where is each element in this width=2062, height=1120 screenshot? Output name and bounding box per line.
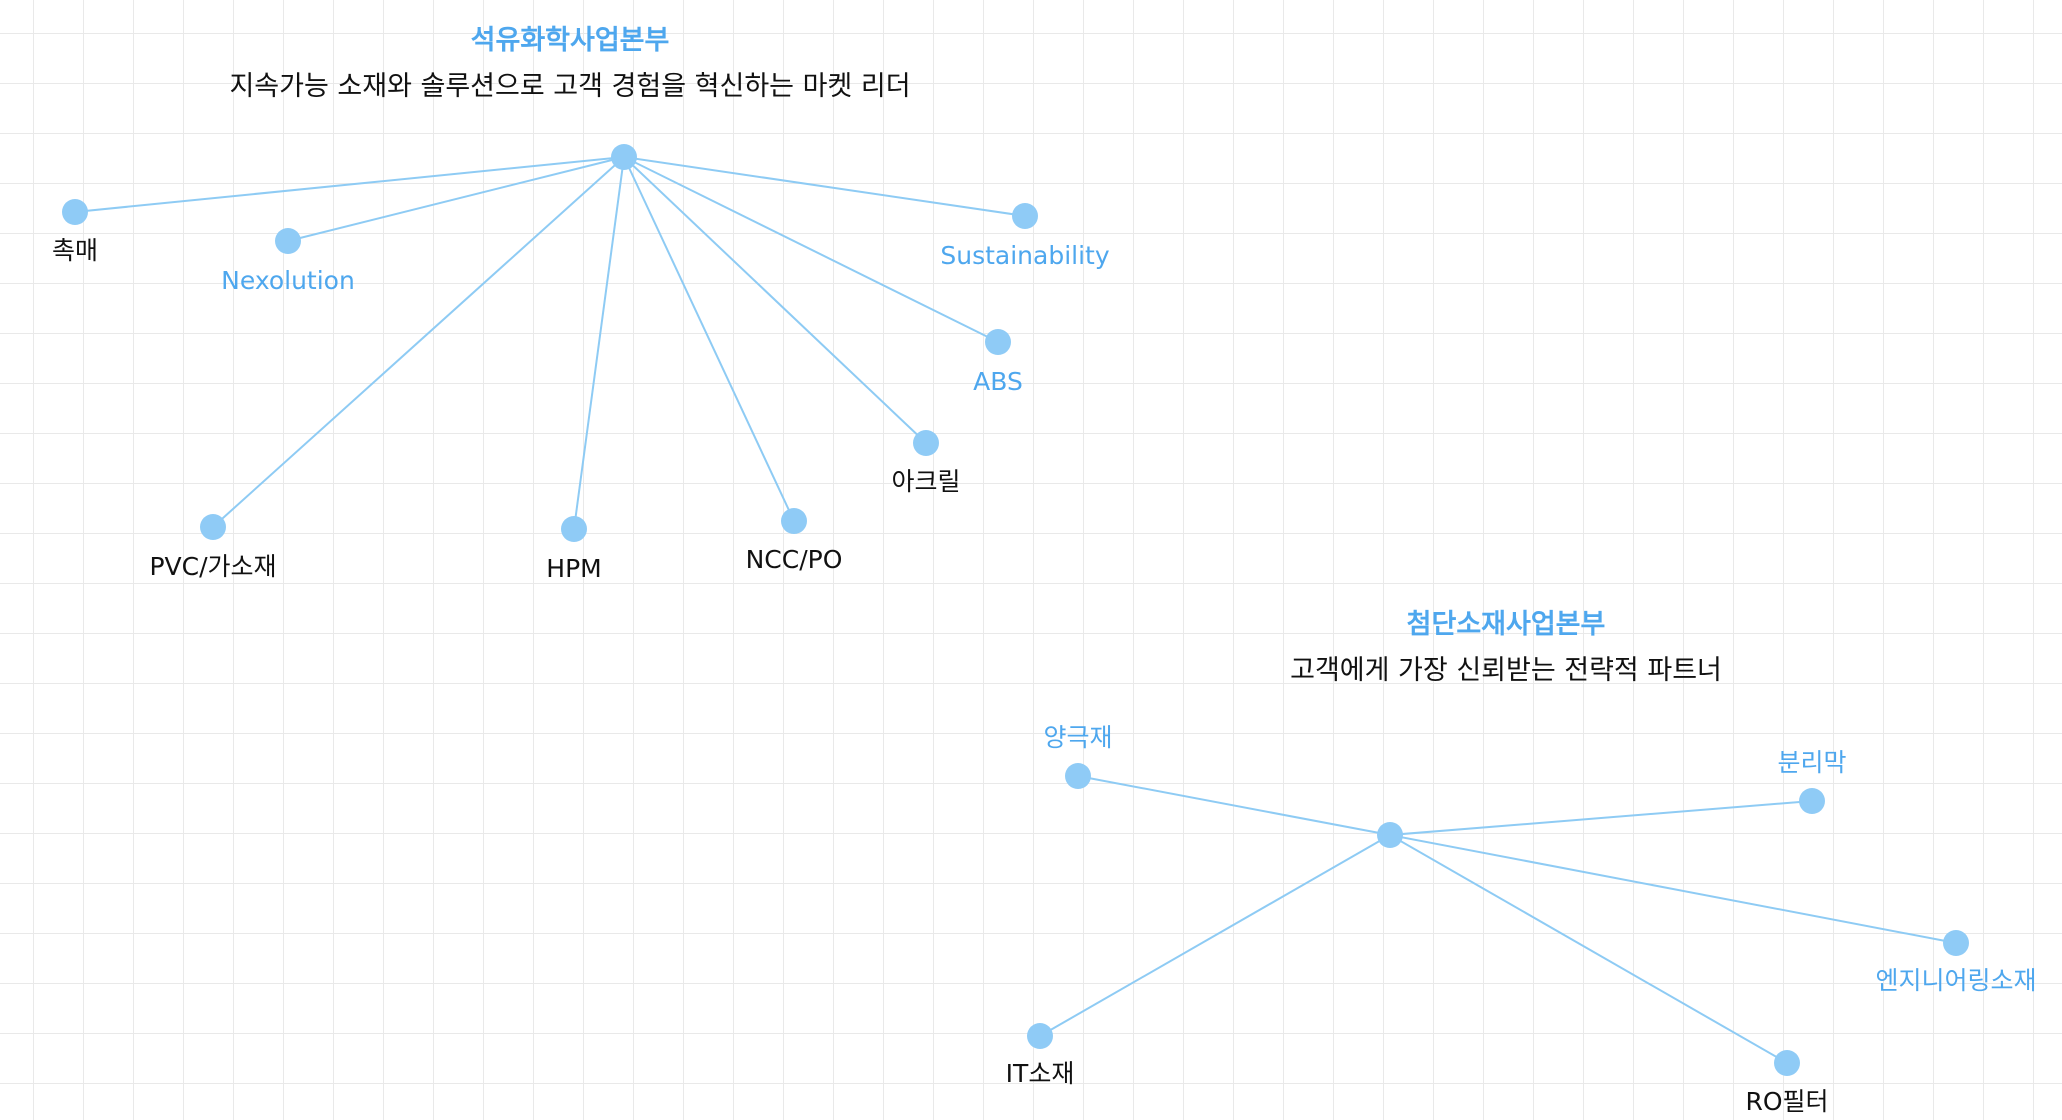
hub-advanced-materials-node[interactable] <box>1377 822 1403 848</box>
link-pvc <box>212 156 625 528</box>
label-ro-filter: RO필터 <box>1745 1087 1829 1116</box>
label-engineering-material: 엔지니어링소재 <box>1875 966 2037 995</box>
hub-advanced-materials-title: 첨단소재사업본부 <box>1406 609 1606 640</box>
hub-petrochemical-title: 석유화학사업본부 <box>470 25 670 56</box>
link-engineering <box>1389 834 1957 944</box>
node-hpm[interactable] <box>561 516 587 542</box>
label-abs: ABS <box>973 367 1023 396</box>
link-ncc-po <box>623 156 795 522</box>
label-ncc-po: NCC/PO <box>745 545 843 574</box>
node-ncc-po[interactable] <box>781 508 807 534</box>
label-acrylic: 아크릴 <box>891 467 961 496</box>
node-acrylic[interactable] <box>913 430 939 456</box>
label-catalyst: 촉매 <box>51 236 99 265</box>
link-hpm <box>573 156 625 530</box>
label-hpm: HPM <box>546 554 602 583</box>
node-abs[interactable] <box>985 329 1011 355</box>
link-ro-filter <box>1389 834 1788 1064</box>
link-acrylic <box>623 156 927 444</box>
link-sustainability <box>623 156 1026 217</box>
link-separator <box>1389 800 1813 836</box>
link-nexolution <box>287 156 625 242</box>
hub-petrochemical-subtitle: 지속가능 소재와 솔루션으로 고객 경험을 혁신하는 마켓 리더 <box>229 71 911 102</box>
hub-petrochemical-node[interactable] <box>611 144 637 170</box>
label-nexolution: Nexolution <box>221 266 355 295</box>
node-engineering-material[interactable] <box>1943 930 1969 956</box>
node-catalyst[interactable] <box>62 199 88 225</box>
label-sustainability: Sustainability <box>940 241 1110 270</box>
link-it-material <box>1039 834 1391 1037</box>
node-pvc[interactable] <box>200 514 226 540</box>
node-ro-filter[interactable] <box>1774 1050 1800 1076</box>
label-cathode: 양극재 <box>1043 723 1113 752</box>
node-nexolution[interactable] <box>275 228 301 254</box>
label-pvc: PVC/가소재 <box>149 552 277 581</box>
link-abs <box>623 156 999 343</box>
node-it-material[interactable] <box>1027 1023 1053 1049</box>
label-separator: 분리막 <box>1777 748 1847 777</box>
node-sustainability[interactable] <box>1012 203 1038 229</box>
label-it-material: IT소재 <box>1005 1059 1075 1088</box>
link-catalyst <box>74 156 625 213</box>
hub-advanced-materials-subtitle: 고객에게 가장 신뢰받는 전략적 파트너 <box>1290 655 1722 686</box>
link-cathode <box>1077 775 1391 836</box>
node-separator[interactable] <box>1799 788 1825 814</box>
node-cathode[interactable] <box>1065 763 1091 789</box>
